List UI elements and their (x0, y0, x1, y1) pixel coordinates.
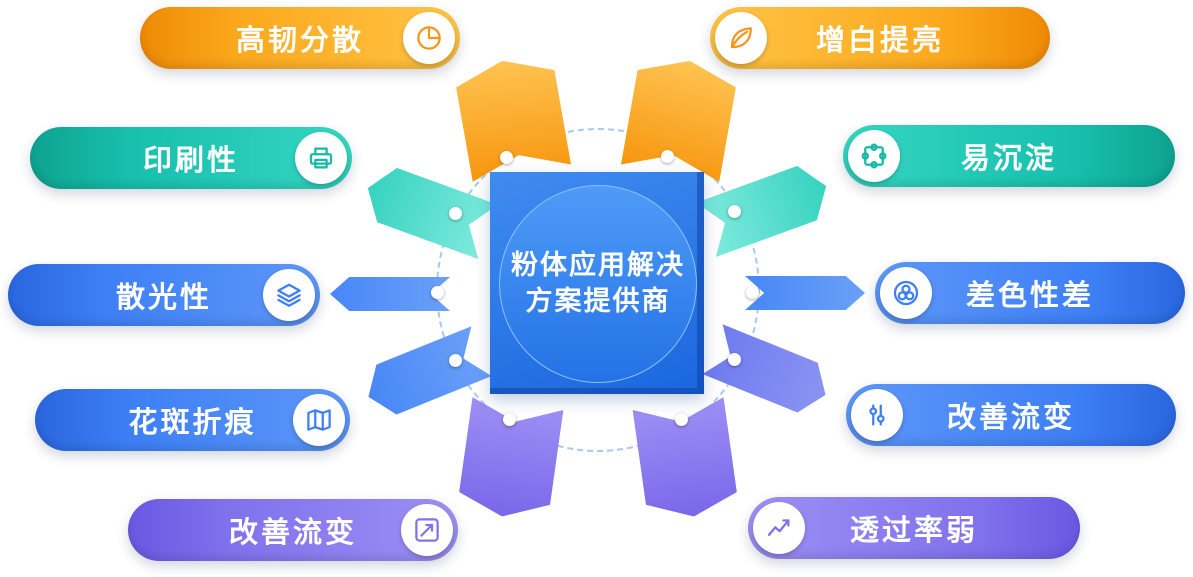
feature-pill-chasexing-cha: 差色性差 (875, 262, 1185, 324)
map-icon (293, 394, 345, 446)
connector-arrow-mid-left (330, 277, 450, 311)
center-circle: 粉体应用解决 方案提供商 (499, 185, 697, 383)
connector-dot (449, 207, 462, 220)
pill-label: 易沉淀 (960, 141, 1057, 175)
pie-chart-icon (403, 12, 455, 64)
connector-dot (728, 353, 741, 366)
feature-pill-gaishan-liubian-right: 改善流变 (846, 384, 1176, 446)
line-chart-icon (753, 502, 805, 554)
feature-pill-huaban-zhehen: 花斑折痕 (35, 389, 350, 451)
printer-icon (295, 132, 347, 184)
connector-dot (431, 286, 444, 299)
pill-label: 高韧分散 (235, 23, 364, 57)
sliders-icon (851, 389, 903, 441)
feature-pill-gaishan-liubian-left: 改善流变 (128, 499, 458, 561)
connector-dot (728, 205, 741, 218)
center-panel: 粉体应用解决 方案提供商 (490, 172, 704, 394)
trend-arrow-icon (401, 504, 453, 556)
connector-dot (661, 150, 674, 163)
layers-icon (263, 269, 315, 321)
feature-pill-sanguangxing: 散光性 (8, 264, 320, 326)
feature-pill-yinshuaxing: 印刷性 (30, 127, 352, 189)
pill-label: 透过率弱 (849, 513, 978, 547)
feature-pill-gaoren-fensan: 高韧分散 (140, 7, 460, 69)
pill-label: 增白提亮 (815, 23, 944, 57)
puzzle-icon (848, 130, 900, 182)
pill-label: 改善流变 (946, 400, 1075, 434)
center-title-line2: 方案提供商 (525, 286, 671, 317)
connector-arrow-mid-right (745, 276, 865, 310)
feature-pill-touguolv-ruo: 透过率弱 (748, 497, 1080, 559)
connector-dot (675, 413, 688, 426)
pill-label: 散光性 (115, 280, 212, 314)
pill-label: 印刷性 (142, 143, 239, 177)
leaf-icon (715, 12, 767, 64)
color-circles-icon (880, 267, 932, 319)
connector-dot (500, 151, 513, 164)
pill-label: 差色性差 (965, 278, 1094, 312)
feature-pill-yichendian: 易沉淀 (843, 125, 1175, 187)
connector-dot (503, 413, 516, 426)
pill-label: 改善流变 (228, 515, 357, 549)
pill-label: 花斑折痕 (128, 405, 257, 439)
connector-dot (746, 286, 759, 299)
center-title-line1: 粉体应用解决 (511, 249, 685, 281)
feature-pill-zengbai-tiliang: 增白提亮 (710, 7, 1050, 69)
connector-dot (449, 354, 462, 367)
